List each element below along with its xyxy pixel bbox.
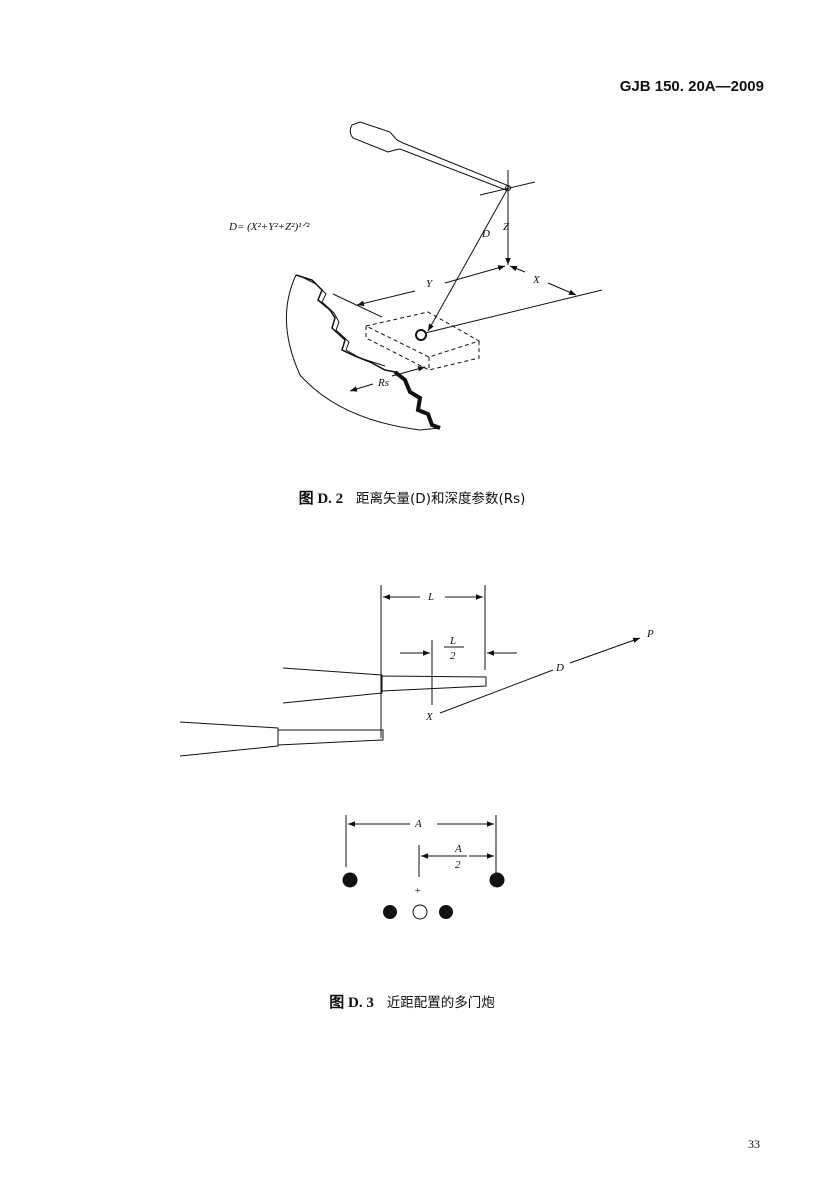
center-plus: + — [414, 885, 421, 897]
d-vector-3 — [439, 669, 554, 714]
rs-arrow-l — [349, 383, 374, 392]
label-d: D — [481, 228, 490, 240]
gun-muzzle — [489, 872, 505, 888]
gun-muzzle — [439, 905, 453, 919]
label-z: Z — [503, 221, 510, 233]
distance-formula: D= (X²+Y²+Z²)¹ᐟ² — [228, 221, 310, 233]
gun-muzzle — [342, 872, 358, 888]
figure-d3-diagram — [179, 585, 641, 877]
target-ball — [415, 329, 427, 341]
d-vector — [427, 187, 509, 332]
caption-text: 近距配置的多门炮 — [386, 995, 495, 1011]
label-a-half-den: 2 — [455, 859, 461, 871]
caption-number: 图 D. 2 — [298, 491, 344, 507]
gun-barrel-2 — [179, 721, 384, 757]
page-number: 33 — [748, 1137, 760, 1151]
rs-arrow-r — [391, 366, 426, 377]
label-a: A — [414, 818, 422, 830]
figure-d3-caption: 图 D. 3 近距配置的多门炮 — [0, 991, 824, 1012]
label-rs: Rs — [377, 377, 389, 389]
x-arrow-u — [509, 265, 526, 273]
y-arrow-r — [444, 265, 506, 284]
label-l: L — [427, 591, 434, 603]
label-x3: X — [425, 711, 434, 723]
figure-d2-caption: 图 D. 2 距离矢量(D)和深度参数(Rs) — [0, 487, 824, 508]
label-d3: D — [555, 662, 564, 674]
caption-number: 图 D. 3 — [329, 995, 374, 1011]
label-p: P — [646, 628, 654, 640]
gun-muzzle-empty — [412, 904, 428, 920]
label-x: X — [532, 274, 541, 286]
standard-code: GJB 150. 20A—2009 — [619, 78, 764, 95]
lance-shape — [349, 121, 510, 191]
x-arrow-d — [547, 282, 577, 296]
label-y: Y — [426, 278, 434, 290]
label-l-half-num: L — [449, 635, 456, 647]
gun-muzzle — [383, 905, 397, 919]
label-a-half-num: A — [454, 843, 462, 855]
caption-text: 距离矢量(D)和深度参数(Rs) — [356, 491, 526, 507]
crater-outline — [285, 274, 441, 431]
label-l-half-den: 2 — [450, 650, 456, 662]
gun-barrel-1 — [282, 667, 487, 704]
y-arrow-l — [356, 290, 416, 307]
